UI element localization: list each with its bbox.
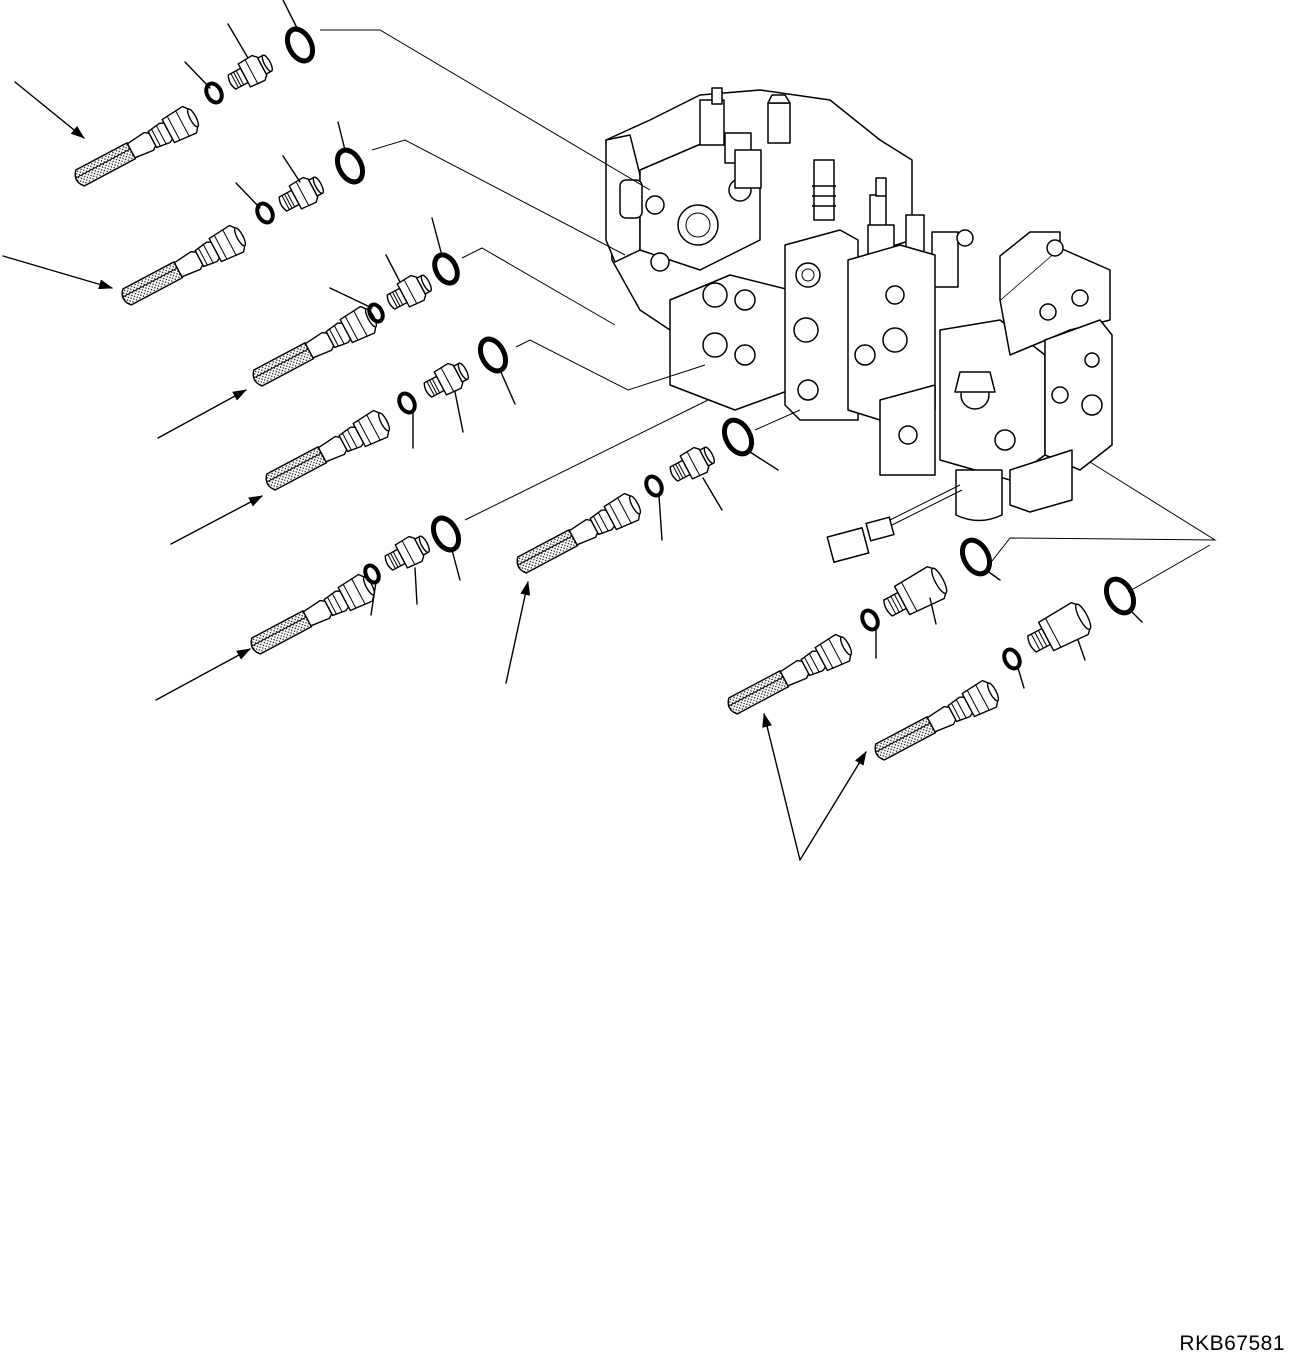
- connector-1: [68, 102, 204, 194]
- connector-3: [246, 302, 382, 394]
- connector-6: [510, 489, 646, 581]
- o-ring-icon: [284, 26, 316, 64]
- control-valve-assembly: [605, 87, 1113, 563]
- arrow-icon: [2, 81, 867, 861]
- drawing-id: RKB67581: [1179, 1332, 1285, 1355]
- callout-leaders: [184, 0, 1143, 689]
- sensor-icon: [826, 527, 870, 563]
- connector-8: [868, 676, 1004, 768]
- connector-2: [115, 221, 251, 313]
- o-ring-icon: [204, 81, 224, 105]
- connector-4: [259, 406, 395, 498]
- connector-5: [244, 570, 380, 662]
- routing-lines: [320, 29, 1217, 593]
- connector-7: [721, 630, 857, 722]
